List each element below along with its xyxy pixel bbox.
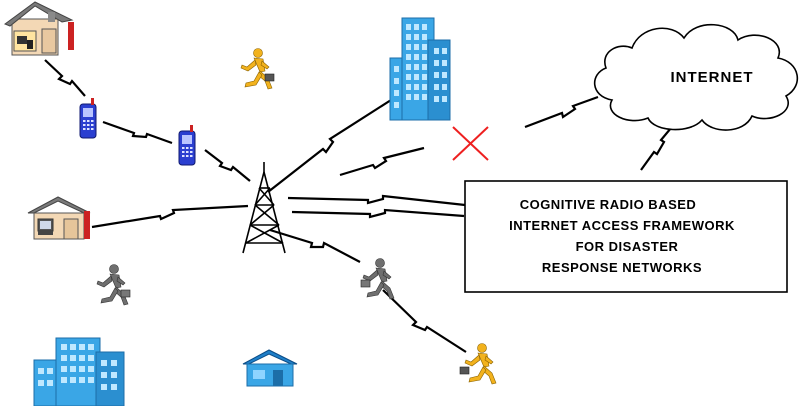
framework-box: COGNITIVE RADIO BASED INTERNET ACCESS FR… [464,180,788,293]
person-running-icon [360,258,395,300]
framework-line-1: COGNITIVE RADIO BASED [520,197,697,212]
cloud-icon: INTERNET [593,23,799,131]
framework-line-2: INTERNET ACCESS FRAMEWORK [509,218,735,233]
link-tower-to-house [91,204,249,229]
phone-icon [178,125,196,166]
office-building-icon [33,337,125,406]
link-blocked-to-internet [524,95,599,129]
link-person-to-person-bottom [382,289,467,353]
person-running-icon [240,48,275,90]
radio-tower-icon [242,162,286,254]
blocked-link-icon [452,126,489,161]
phone-icon [79,98,97,139]
link-house-to-phone [44,59,86,97]
link-tower-to-person-mid [269,228,361,263]
link-tower-to-blocked [339,146,425,177]
internet-label: INTERNET [671,69,754,86]
person-running-icon [96,264,131,306]
wireless-links [44,59,677,353]
house-icon [27,196,91,240]
office-building-icon [389,17,451,121]
link-phone-to-phone [102,120,173,145]
framework-line-4: RESPONSE NETWORKS [542,260,702,275]
house-icon [3,1,74,56]
person-running-icon [459,343,497,385]
link-tower-to-framework-lower [291,208,465,219]
link-tower-to-framework-upper [287,194,466,207]
link-framework-to-internet [640,121,677,171]
framework-line-3: FOR DISASTER [576,239,679,254]
blue-house-icon [242,349,298,387]
link-tower-to-office-building [267,99,392,193]
link-tower-to-phone [204,149,251,182]
